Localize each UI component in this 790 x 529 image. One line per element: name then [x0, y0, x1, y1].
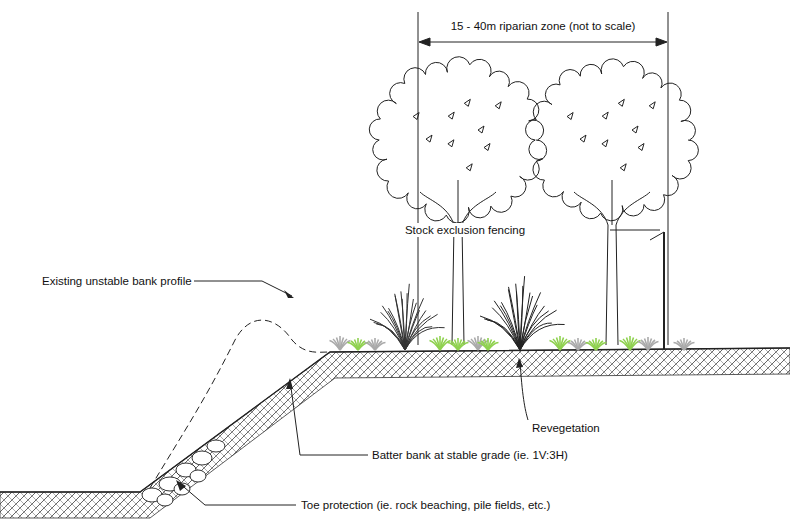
revegetation-label: Revegetation [530, 421, 602, 435]
shrub [370, 284, 445, 350]
grass-tuft [568, 338, 589, 350]
ground-profile [0, 348, 790, 518]
toe-rocks [142, 440, 225, 506]
fence-post [650, 232, 664, 349]
leaf-mark [484, 144, 490, 151]
leaf-mark [602, 112, 608, 119]
leaf-mark [580, 135, 586, 142]
grass-tuft [674, 338, 695, 350]
leaf-mark [495, 102, 501, 109]
leaf-mark [464, 99, 470, 106]
grass-tuft [330, 336, 351, 350]
grass-tuft [586, 338, 607, 350]
leaf-mark [413, 113, 419, 120]
grass-tuft [448, 338, 469, 350]
trees [369, 57, 698, 345]
leaf-mark [478, 126, 484, 133]
leaf-mark [602, 140, 608, 147]
leaf-mark [466, 164, 472, 171]
revegetation-plants [330, 276, 695, 350]
bank-surface [0, 348, 790, 492]
profile-label: Existing unstable bank profile [40, 274, 194, 288]
fence-label: Stock exclusion fencing [403, 223, 527, 237]
grass-tuft [478, 338, 499, 350]
leaf-mark [620, 164, 626, 171]
grass-tuft [348, 338, 369, 350]
leaf-mark [618, 99, 624, 106]
leaf-mark [567, 113, 573, 120]
leaf-mark [632, 126, 638, 133]
tree-trunk [574, 180, 650, 345]
grass-tuft [620, 336, 641, 350]
grass-tuft [638, 337, 659, 350]
grass-tuft [430, 336, 451, 350]
dimension-label: 15 - 40m riparian zone (not to scale) [449, 19, 638, 33]
toe-label: Toe protection (ie. rock beaching, pile … [299, 498, 552, 512]
grass-tuft [365, 338, 386, 350]
leaf-mark [426, 135, 432, 142]
existing-profile [150, 320, 330, 488]
batter-label: Batter bank at stable grade (ie. 1V:3H) [370, 448, 570, 462]
tree-trunk [420, 180, 496, 345]
shrub [480, 276, 565, 350]
leaf-mark [448, 140, 454, 147]
leaf-mark [448, 112, 454, 119]
grass-tuft [550, 336, 571, 350]
leader-lines [178, 230, 660, 505]
leaf-mark [638, 144, 644, 151]
leaf-mark [649, 102, 655, 109]
grass-tuft [468, 336, 489, 350]
